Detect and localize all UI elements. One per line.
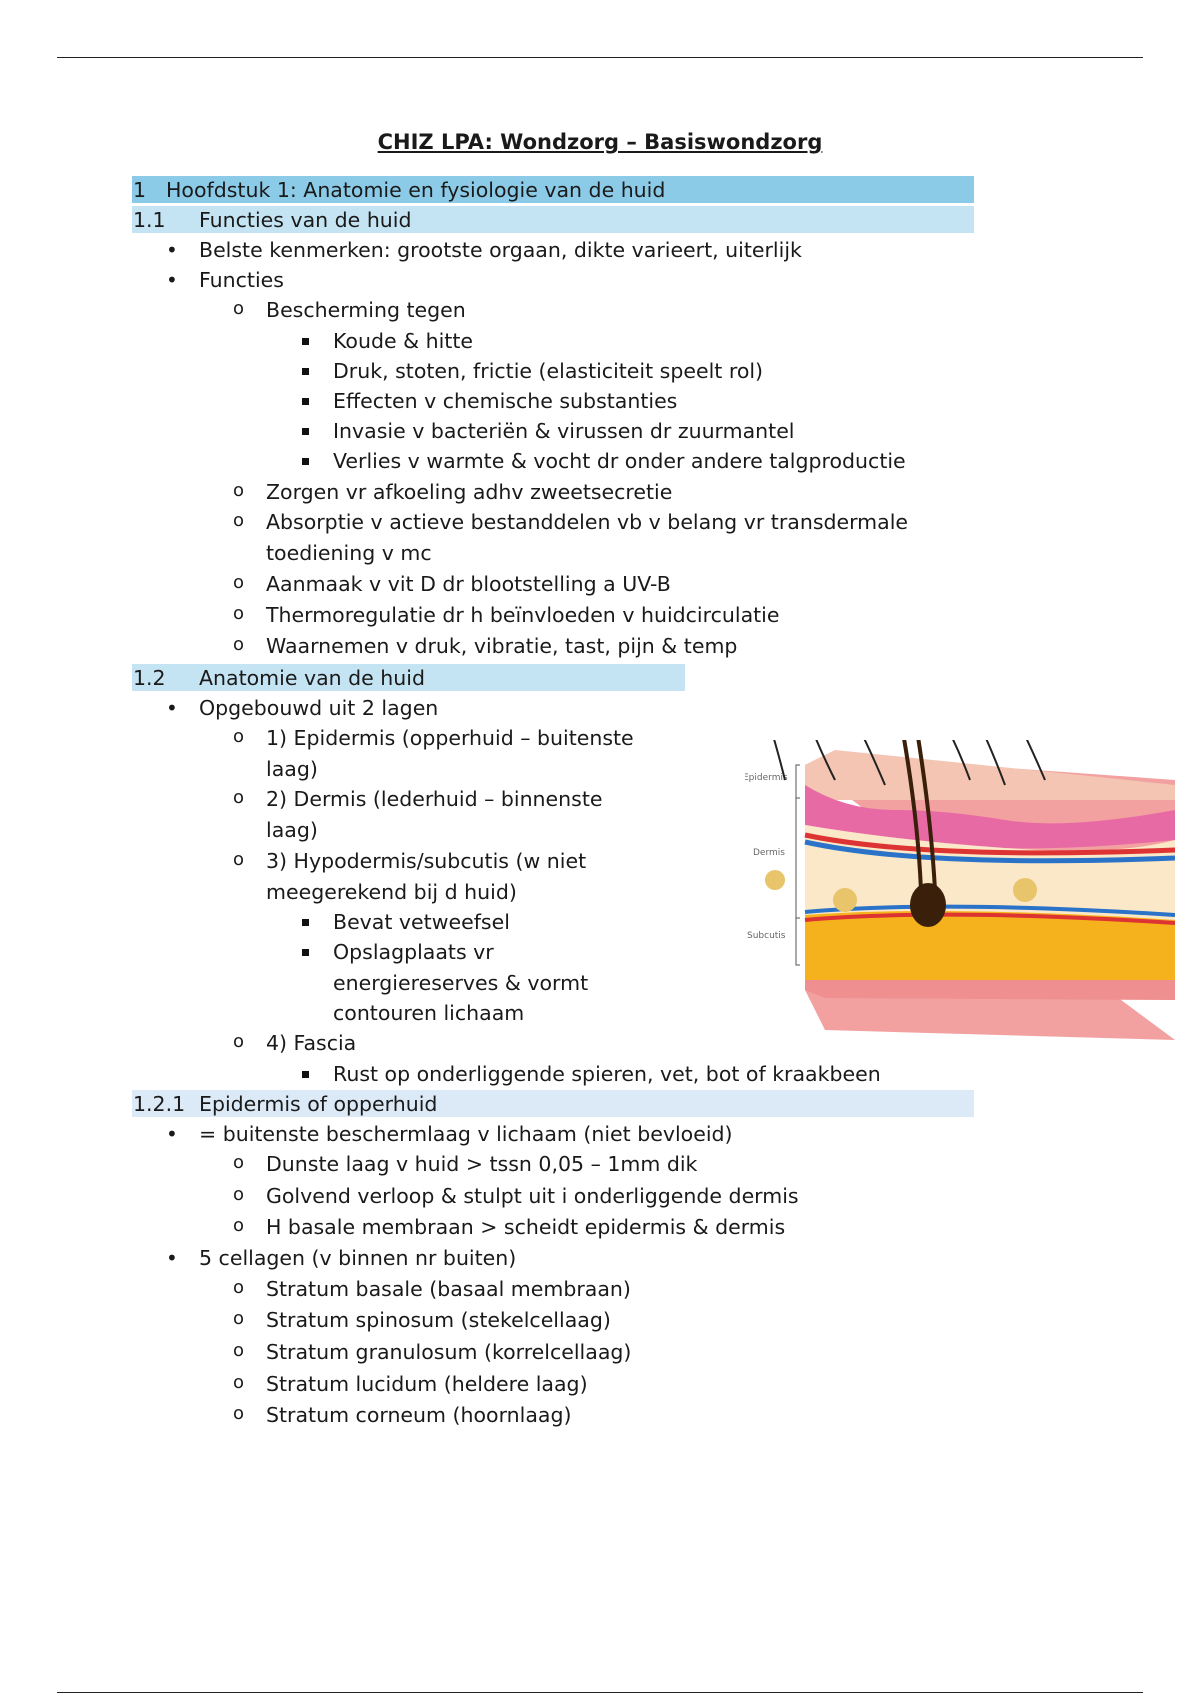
list-item-text: Belste kenmerken: grootste orgaan, dikte…: [199, 238, 802, 262]
list-item-text: Rust op onderliggende spieren, vet, bot …: [333, 1062, 881, 1086]
skin-anatomy-figure: Epidermis Dermis Subcutis: [745, 740, 1175, 1040]
circle-bullet-icon: o: [233, 572, 245, 593]
list-item-text: Verlies v warmte & vocht dr onder andere…: [333, 449, 906, 473]
list-item-text: laag): [266, 818, 318, 842]
list-item-text: Effecten v chemische substanties: [333, 389, 678, 413]
bullet-icon: •: [166, 696, 178, 720]
circle-bullet-icon: o: [233, 1308, 245, 1329]
list-item-text: Dunste laag v huid > tssn 0,05 – 1mm dik: [266, 1152, 698, 1176]
list-item-text: Stratum spinosum (stekelcellaag): [266, 1308, 611, 1332]
list-item-text: energiereserves & vormt: [333, 971, 589, 995]
list-item-text: 4) Fascia: [266, 1031, 357, 1055]
circle-bullet-icon: o: [233, 849, 245, 870]
heading-bg-1: [132, 176, 974, 203]
circle-bullet-icon: o: [233, 1340, 245, 1361]
heading-number: 1.1: [133, 208, 166, 232]
label-dermis: Dermis: [753, 848, 785, 858]
list-item-text: = buitenste beschermlaag v lichaam (niet…: [199, 1122, 733, 1146]
circle-bullet-icon: o: [233, 298, 245, 319]
heading-text: Hoofdstuk 1: Anatomie en fysiologie van …: [166, 178, 666, 202]
list-item-text: toediening v mc: [266, 541, 432, 565]
list-item-text: 5 cellagen (v binnen nr buiten): [199, 1246, 517, 1270]
list-item-text: Invasie v bacteriën & virussen dr zuurma…: [333, 419, 795, 443]
circle-bullet-icon: o: [233, 603, 245, 624]
bullet-icon: •: [166, 238, 178, 262]
footer-rule: [57, 1692, 1143, 1693]
circle-bullet-icon: o: [233, 1152, 245, 1173]
bullet-icon: •: [166, 268, 178, 292]
square-bullet-icon: [302, 949, 309, 956]
list-item-text: Stratum granulosum (korrelcellaag): [266, 1340, 632, 1364]
list-item-text: H basale membraan > scheidt epidermis & …: [266, 1215, 786, 1239]
list-item-text: Opslagplaats vr: [333, 940, 494, 964]
list-item-text: Zorgen vr afkoeling adhv zweetsecretie: [266, 480, 673, 504]
list-item-text: laag): [266, 757, 318, 781]
list-item-text: 2) Dermis (lederhuid – binnenste: [266, 787, 603, 811]
list-item-text: Thermoregulatie dr h beïnvloeden v huidc…: [266, 603, 780, 627]
list-item-text: Stratum corneum (hoornlaag): [266, 1403, 572, 1427]
list-item-text: Functies: [199, 268, 284, 292]
heading-text: Epidermis of opperhuid: [199, 1092, 438, 1116]
label-subcutis: Subcutis: [747, 931, 786, 941]
bullet-icon: •: [166, 1122, 178, 1146]
list-item-text: Druk, stoten, frictie (elasticiteit spee…: [333, 359, 764, 383]
list-item-text: Opgebouwd uit 2 lagen: [199, 696, 439, 720]
circle-bullet-icon: o: [233, 1184, 245, 1205]
heading-number: 1.2.1: [133, 1092, 186, 1116]
list-item-text: contouren lichaam: [333, 1001, 525, 1025]
heading-bg-1.1: [132, 206, 974, 233]
heading-text: Anatomie van de huid: [199, 666, 425, 690]
circle-bullet-icon: o: [233, 787, 245, 808]
list-item-text: Stratum lucidum (heldere laag): [266, 1372, 588, 1396]
bullet-icon: •: [166, 1246, 178, 1270]
list-item-text: 1) Epidermis (opperhuid – buitenste: [266, 726, 634, 750]
circle-bullet-icon: o: [233, 480, 245, 501]
circle-bullet-icon: o: [233, 1031, 245, 1052]
heading-bg-1.2.1: [132, 1090, 974, 1117]
list-item-text: Absorptie v actieve bestanddelen vb v be…: [266, 510, 909, 534]
square-bullet-icon: [302, 368, 309, 375]
square-bullet-icon: [302, 919, 309, 926]
heading-number: 1.2: [133, 666, 166, 690]
circle-bullet-icon: o: [233, 510, 245, 531]
list-item-text: Stratum basale (basaal membraan): [266, 1277, 631, 1301]
list-item-text: Bescherming tegen: [266, 298, 466, 322]
list-item-text: 3) Hypodermis/subcutis (w niet: [266, 849, 587, 873]
circle-bullet-icon: o: [233, 1215, 245, 1236]
list-item-text: Aanmaak v vit D dr blootstelling a UV-B: [266, 572, 671, 596]
list-item-text: Golvend verloop & stulpt uit i onderligg…: [266, 1184, 799, 1208]
document-title: CHIZ LPA: Wondzorg – Basiswondzorg: [377, 130, 823, 154]
square-bullet-icon: [302, 428, 309, 435]
list-item-text: meegerekend bij d huid): [266, 880, 517, 904]
list-item-text: Koude & hitte: [333, 329, 473, 353]
square-bullet-icon: [302, 458, 309, 465]
circle-bullet-icon: o: [233, 634, 245, 655]
heading-text: Functies van de huid: [199, 208, 412, 232]
circle-bullet-icon: o: [233, 1277, 245, 1298]
square-bullet-icon: [302, 398, 309, 405]
heading-bg-1.2: [132, 664, 685, 691]
square-bullet-icon: [302, 338, 309, 345]
square-bullet-icon: [302, 1071, 309, 1078]
circle-bullet-icon: o: [233, 726, 245, 747]
heading-number: 1: [133, 178, 147, 202]
header-rule: [57, 57, 1143, 58]
list-item-text: Bevat vetweefsel: [333, 910, 510, 934]
list-item-text: Waarnemen v druk, vibratie, tast, pijn &…: [266, 634, 738, 658]
label-epidermis: Epidermis: [745, 773, 788, 783]
circle-bullet-icon: o: [233, 1372, 245, 1393]
circle-bullet-icon: o: [233, 1403, 245, 1424]
